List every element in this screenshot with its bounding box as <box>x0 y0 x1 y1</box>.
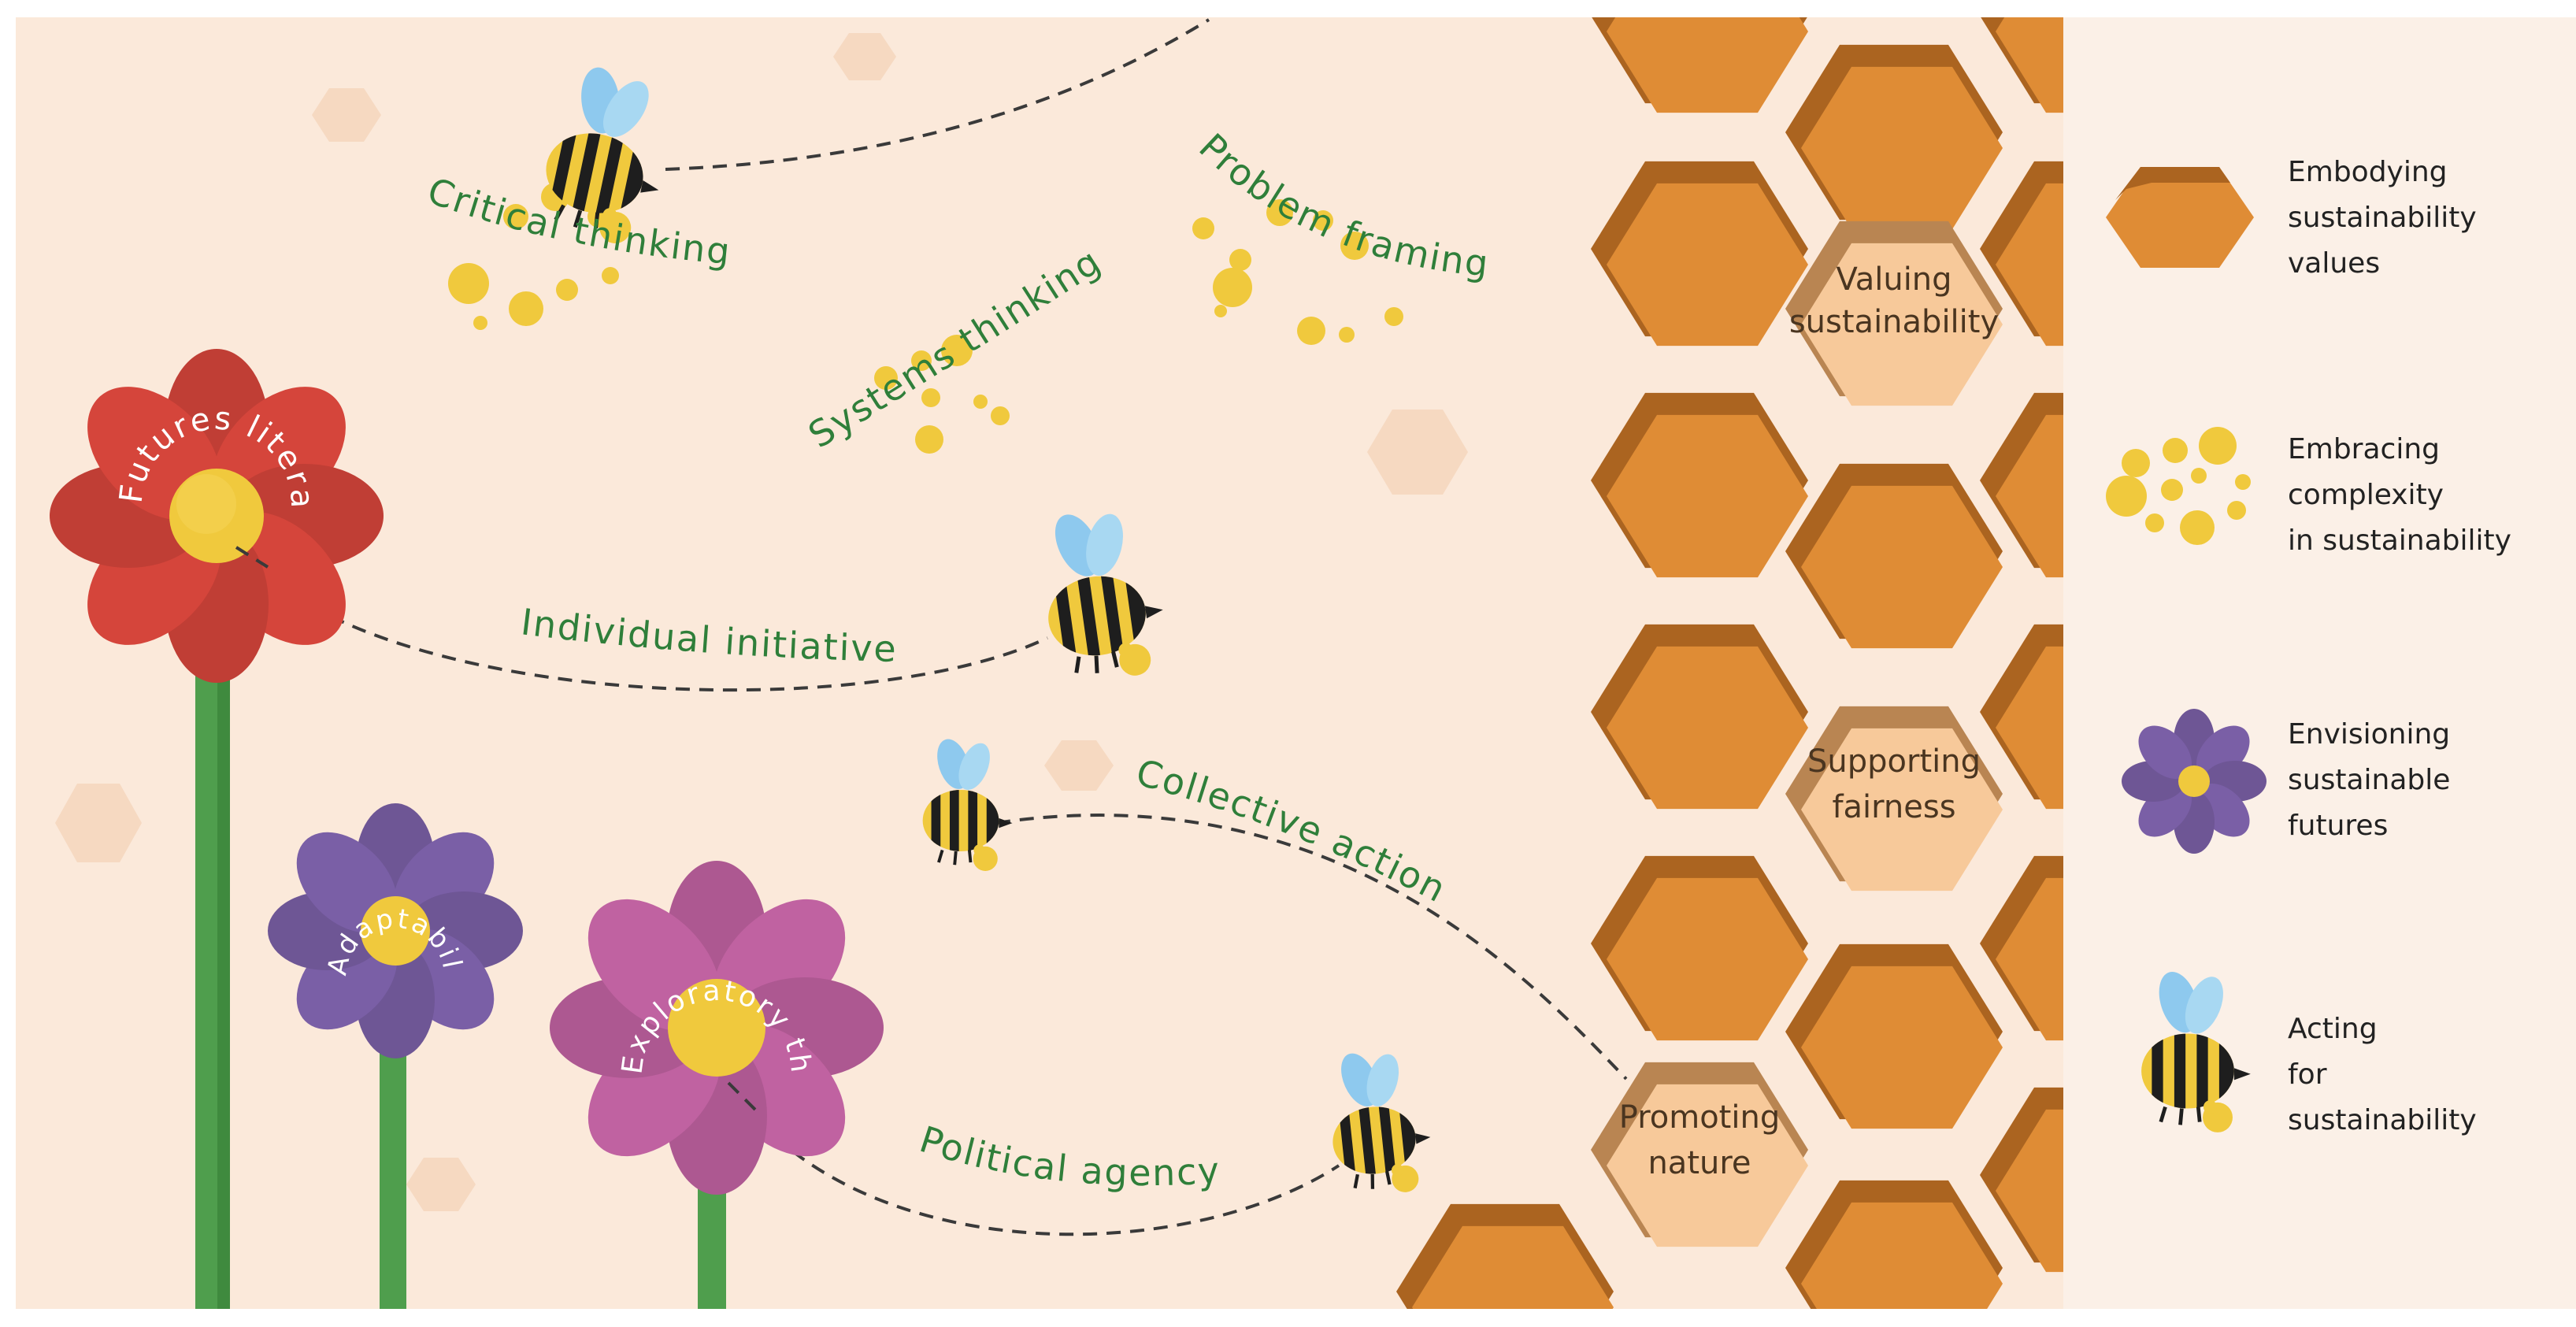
honeycomb-cell-shadow <box>2115 167 2230 200</box>
pollen-cluster-problem <box>1192 199 1403 345</box>
honeycomb-cell <box>1980 161 2063 347</box>
hex-label-nature-line2: nature <box>1648 1145 1751 1181</box>
honeycomb-cell <box>1785 44 2003 230</box>
legend-item-futures: Envisioning sustainable futures <box>2122 709 2450 854</box>
legend-values-line3: values <box>2288 247 2380 280</box>
honeycomb-cell <box>1980 1087 2063 1273</box>
honeycomb-cell-icon <box>2106 167 2254 268</box>
honeycomb-cell <box>1591 624 1808 810</box>
faint-background-hexes <box>55 33 1468 1211</box>
hex-label-valuing-line1: Valuing <box>1836 261 1951 298</box>
flower-icon <box>2122 709 2267 854</box>
legend-values-line1: Embodying <box>2288 156 2448 188</box>
legend-item-values: Embodying sustainability values <box>2106 156 2477 280</box>
honeycomb-cell <box>1785 463 2003 649</box>
honeycomb-cell <box>1591 392 1808 578</box>
honeycomb-cell <box>1785 1180 2003 1309</box>
flower-stems <box>195 622 726 1309</box>
legend-acting-line2: for <box>2288 1058 2327 1091</box>
honeycomb-cell <box>1980 624 2063 810</box>
hex-label-fairness-line1: Supporting <box>1807 743 1981 780</box>
flower-center-dashes <box>235 546 758 1112</box>
pollen-icon <box>2106 427 2251 545</box>
honeycomb-cell <box>1603 0 1785 9</box>
legend-complexity-line2: complexity <box>2288 479 2444 511</box>
honeycomb-cell-labeled <box>1591 1062 1808 1247</box>
legend-complexity-line1: Embracing <box>2288 433 2440 465</box>
honeycomb-cell <box>1785 943 2003 1129</box>
honeycomb-cell <box>1396 1203 1614 1309</box>
honeycomb-cell-labeled <box>1785 221 2003 406</box>
honeycomb-cell <box>1592 17 1808 113</box>
honeycomb-cell <box>1591 161 1808 347</box>
legend-item-acting: Acting for sustainability <box>2141 967 2477 1136</box>
legend-futures-line1: Envisioning <box>2288 718 2450 751</box>
hex-label-valuing-line2: sustainability <box>1789 304 1999 340</box>
hex-label-nature-line1: Promoting <box>1619 1099 1780 1136</box>
legend-values-line2: sustainability <box>2288 202 2477 234</box>
honeycomb <box>1396 0 2063 1309</box>
legend-acting-line1: Acting <box>2288 1013 2378 1045</box>
flower-red <box>50 349 384 683</box>
flower-purple <box>268 803 523 1058</box>
honeycomb-cell-labeled <box>1785 706 2003 891</box>
flower-pink <box>550 861 884 1195</box>
legend-futures-line3: futures <box>2288 810 2388 842</box>
hex-label-fairness-line2: fairness <box>1832 789 1955 825</box>
legend-futures-line2: sustainable <box>2288 764 2450 796</box>
pollen-cluster-systems <box>874 335 1010 454</box>
legend: Embodying sustainability values Embracin… <box>2106 156 2511 1136</box>
honeycomb-cell <box>1980 392 2063 578</box>
honeycomb-cell <box>1981 17 2063 113</box>
legend-complexity-line3: in sustainability <box>2288 524 2511 557</box>
legend-acting-line3: sustainability <box>2288 1104 2477 1136</box>
legend-item-complexity: Embracing complexity in sustainability <box>2106 427 2511 557</box>
flight-path-collective <box>995 814 1628 1081</box>
honeycomb-cell <box>1591 855 1808 1041</box>
honeycomb-cell <box>1980 855 2063 1041</box>
